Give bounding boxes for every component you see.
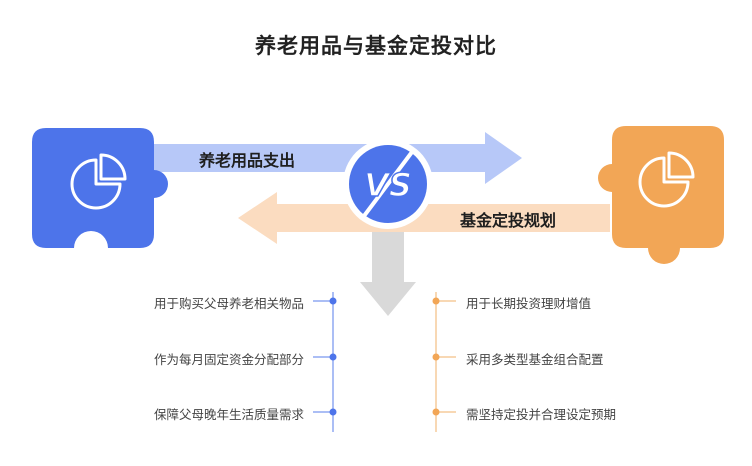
right-timeline [432, 292, 456, 432]
right-item-2: 采用多类型基金组合配置 [466, 352, 604, 367]
down-arrow [360, 225, 416, 316]
right-item-3: 需坚持定投并合理设定预期 [466, 407, 617, 422]
left-item-1: 用于购买父母养老相关物品 [153, 296, 304, 311]
bottom-arrow [238, 192, 610, 244]
right-puzzle-piece [598, 126, 724, 264]
left-item-2: 作为每月固定资金分配部分 [153, 352, 304, 367]
pie-chart-icon [70, 153, 127, 210]
vs-badge: VS [343, 139, 433, 229]
page-title: 养老用品与基金定投对比 [255, 34, 497, 58]
left-puzzle-piece [32, 128, 168, 248]
right-item-1: 用于长期投资理财增值 [466, 296, 592, 311]
bottom-arrow-label: 基金定投规划 [460, 211, 557, 230]
pie-chart-icon [638, 151, 695, 208]
top-arrow-label: 养老用品支出 [199, 151, 296, 170]
left-timeline [313, 292, 337, 432]
vs-icon: VS [364, 166, 412, 204]
left-item-3: 保障父母晚年生活质量需求 [153, 407, 304, 422]
